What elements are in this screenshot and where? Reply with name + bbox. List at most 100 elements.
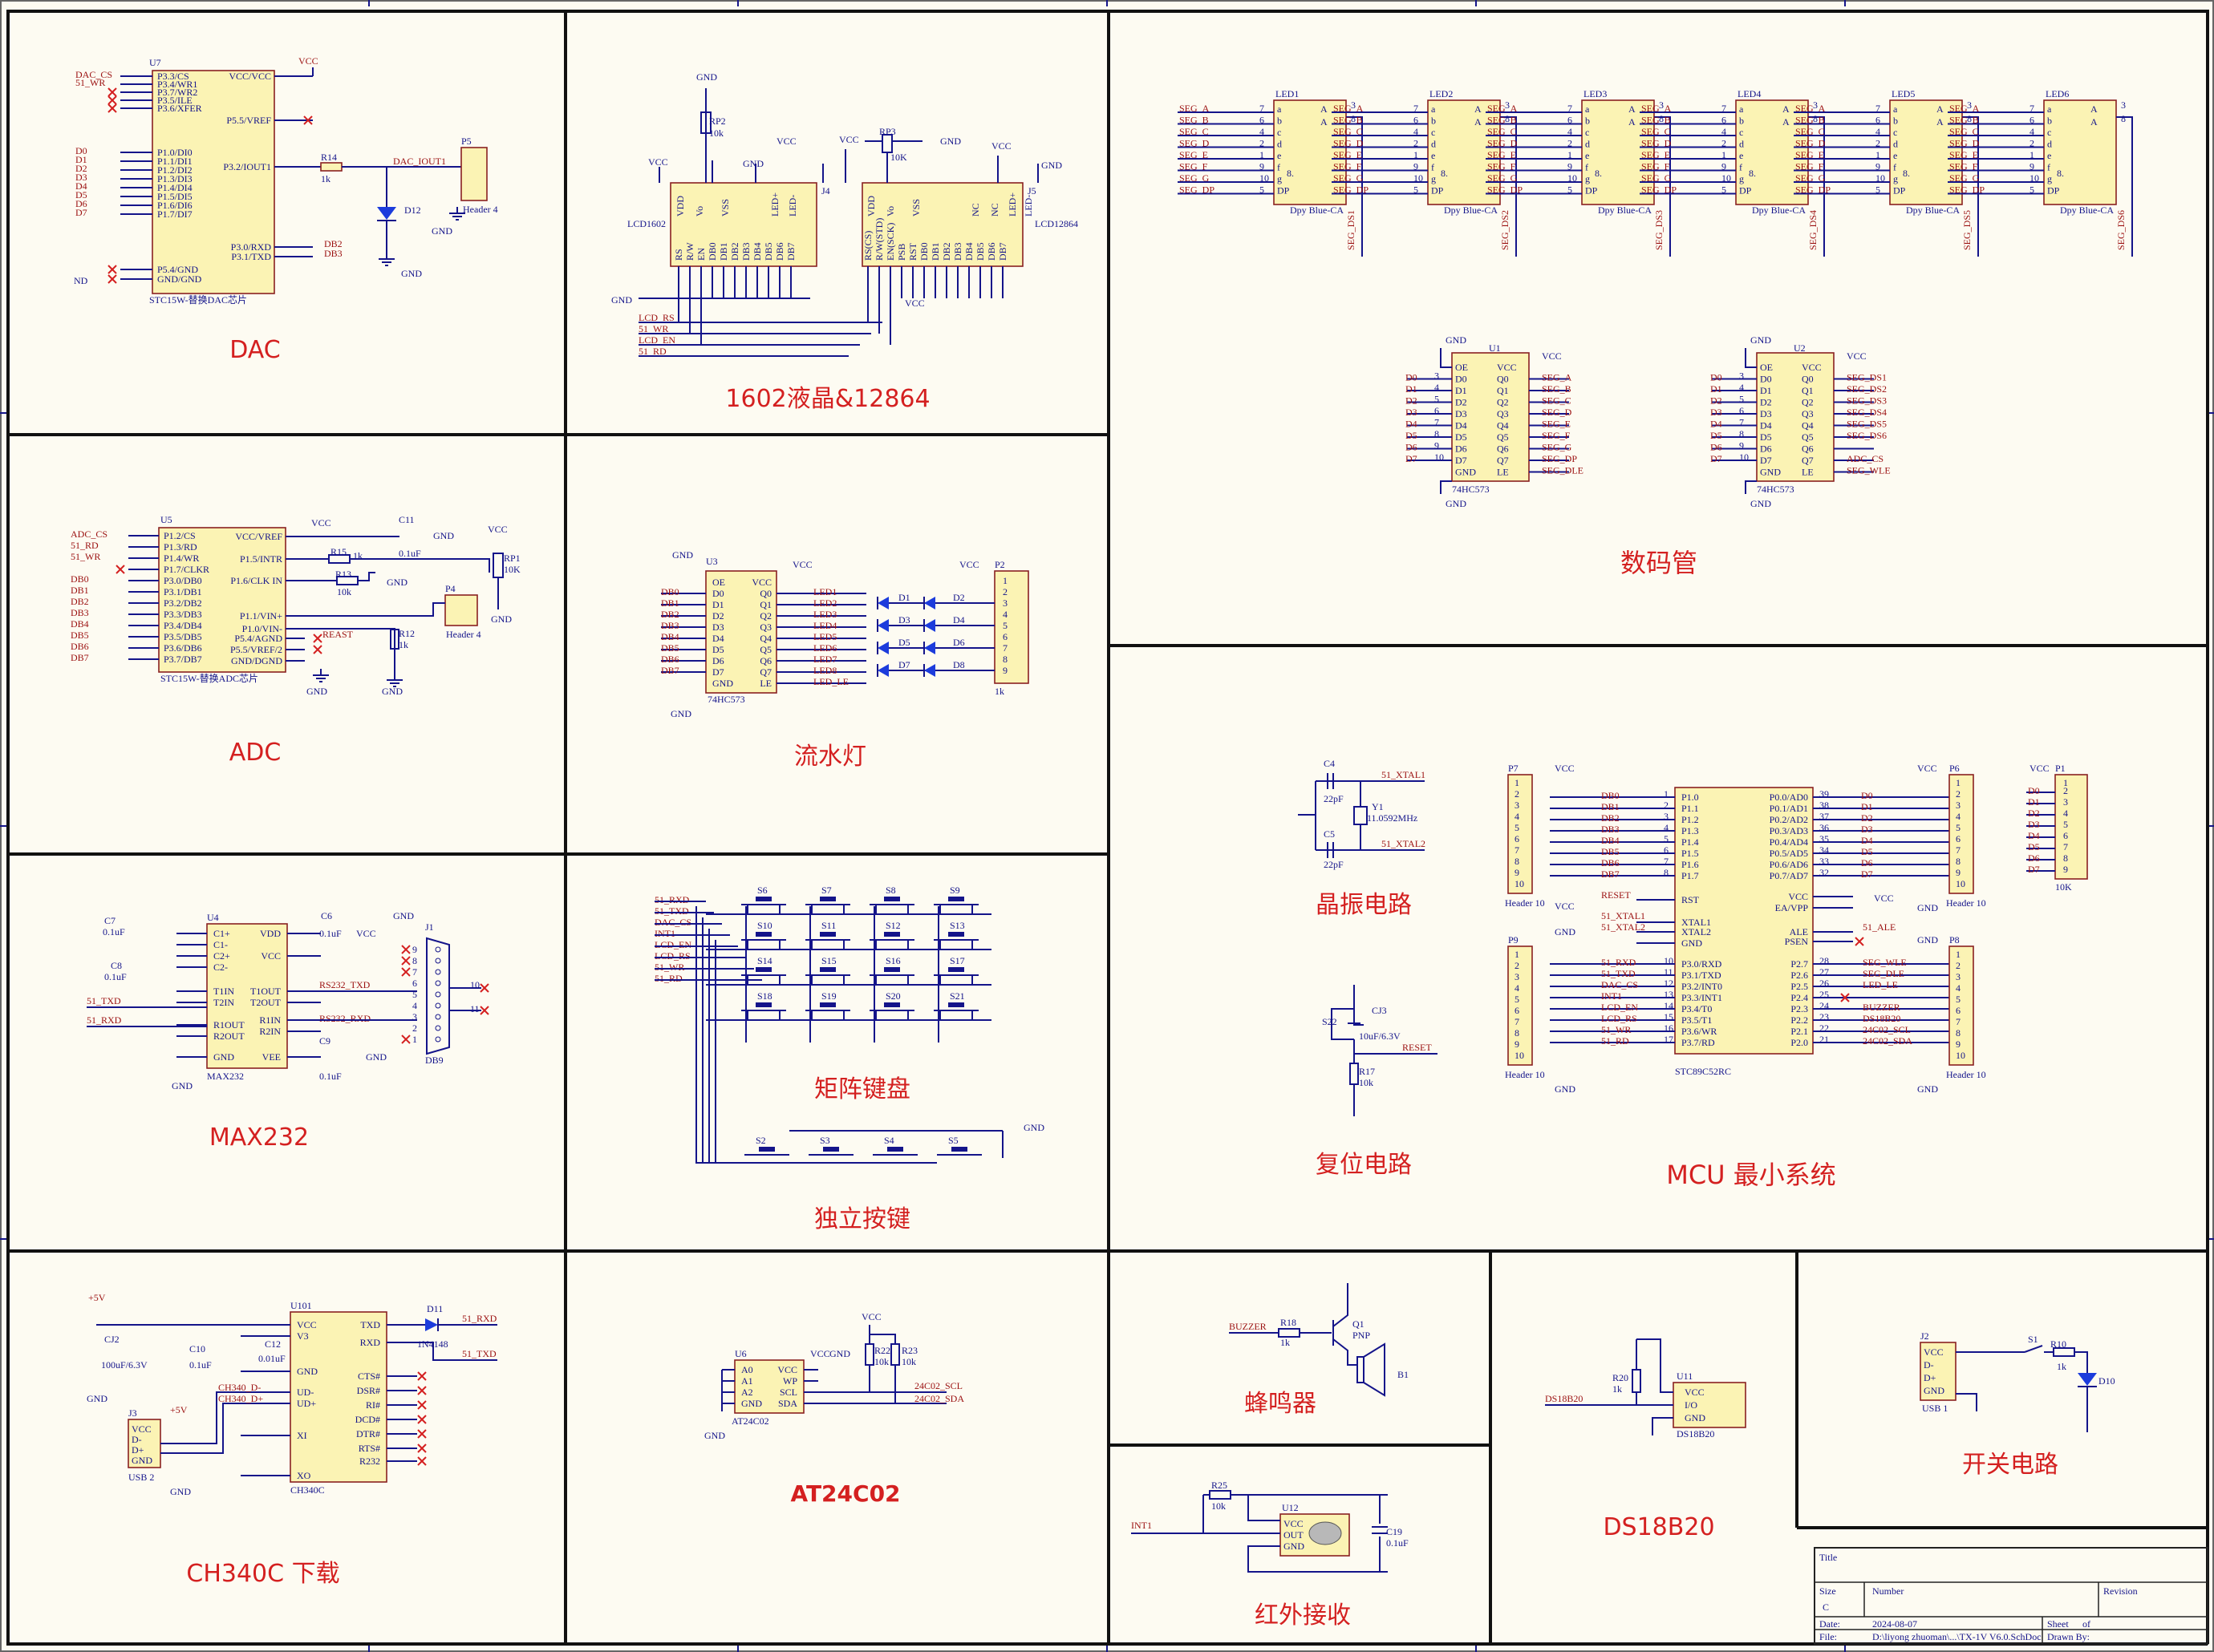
seg-pin-number: 8 [1434, 428, 1439, 439]
lcd-j4: J4 [821, 185, 830, 196]
ch340-pin-label: RI# [366, 1399, 380, 1411]
led-latch-pin: Q0 [760, 588, 772, 599]
seg-common-a: A [1782, 116, 1790, 128]
seg-latch-pin: LE [1497, 467, 1509, 478]
seg-latch-pin: D0 [1455, 374, 1467, 385]
matrix-key [948, 1002, 964, 1007]
lcd12864-bottom-pin: DB7 [997, 242, 1008, 261]
ir-c19: C19 [1386, 1526, 1402, 1537]
seg-latch-pin: Q7 [1497, 455, 1509, 466]
title-matrix: 矩阵键盘 [814, 1075, 910, 1103]
seg-common-a: A [1936, 103, 1944, 115]
seg-letter: f [1277, 162, 1280, 173]
seg-pin-number: 10 [1739, 451, 1749, 463]
seg-letter: e [1431, 150, 1435, 161]
seg-letter: d [2047, 139, 2052, 150]
led-diode [924, 597, 935, 609]
mcu-pin-number: 3 [1664, 811, 1669, 822]
adc-circuit: U5 STC15W-替换ADC芯片 P1.2/CSADC_CSP1.3/RD51… [71, 514, 521, 697]
seg-pin-number: 4 [1434, 382, 1439, 393]
lcd1602-bottom-pin: DB5 [763, 242, 774, 261]
seg-latch-pin: Q0 [1802, 374, 1814, 385]
mcu-reset-net: RESET [1601, 889, 1631, 901]
lcd1602-bottom-pin: DB7 [785, 242, 797, 261]
dac-pin-label: P3.5/ILE [157, 95, 193, 106]
mcu-header-type: Header 10 [1505, 897, 1545, 909]
mcu-pin-number: 16 [1664, 1022, 1673, 1034]
seg-latch-type: 74HC573 [1452, 484, 1490, 495]
ir-net: INT1 [1131, 1520, 1152, 1531]
independent-key [759, 1147, 775, 1152]
mcu-pin-label: RST [1681, 894, 1700, 905]
dac-pin-label: P5.4/GND [157, 264, 198, 275]
seg-common-a: A [2090, 103, 2098, 115]
lcd12864-bottom-pin: RS(CS) [862, 231, 874, 261]
seg-pin-number: 3 [1967, 99, 1972, 111]
led-diode-ref: D8 [953, 659, 965, 670]
seg-letter: DP [1431, 185, 1444, 196]
mcu-pack-pin: 2 [2063, 785, 2068, 796]
matrix-key [820, 967, 836, 972]
matrix-key-ref: S14 [757, 955, 772, 966]
seg-letter: d [1585, 139, 1590, 150]
mcu-pin-label: P1.6 [1681, 859, 1699, 870]
lcd12864-top-pin: VDD [866, 196, 877, 217]
led-pack-pin: 3 [1003, 597, 1008, 609]
ch340-pin-label: GND [297, 1366, 318, 1377]
ch340-pin-label: UD+ [297, 1398, 316, 1409]
seg-net-label: SEG_E [1487, 149, 1516, 160]
seg-pin-number: 10 [2030, 172, 2039, 184]
seg-latch-pin: D5 [1760, 431, 1772, 443]
matrix-key [756, 897, 772, 901]
dac-chip-subtitle: STC15W-替换DAC芯片 [149, 294, 247, 306]
seg-digit-body [1581, 99, 1655, 205]
buzzer-q1: Q1 [1352, 1318, 1364, 1330]
seg-pin-number: 8 [1351, 113, 1356, 124]
adc-left-pins: P1.2/CSADC_CSP1.3/RD51_RDP1.4/WR51_WRP1.… [71, 528, 209, 665]
mcu-header-body [1948, 774, 1974, 894]
seg-letter: d [1277, 139, 1282, 150]
ch340-pin-label: XO [297, 1470, 311, 1481]
led-in-net: DB0 [661, 586, 679, 597]
seg-pin-number: 5 [1567, 184, 1572, 196]
led-out-net: LED4 [813, 620, 837, 631]
led-out-net: LED2 [813, 597, 837, 609]
seg-latch-pin: D3 [1455, 408, 1467, 419]
matrix-key-ref: S8 [886, 885, 896, 896]
mcu-vcc-label: VCC [1555, 901, 1575, 912]
adc-pin-label: P1.0/VIN- [242, 623, 282, 634]
mcu-header-body [1507, 945, 1533, 1066]
seg-pin-number: 5 [1875, 184, 1880, 196]
mcu-pin-number: 25 [1819, 989, 1829, 1000]
lcd1602-bottom-pin: DB4 [752, 242, 763, 261]
mcu-header-pin: 8 [1956, 1027, 1961, 1039]
max232-gnd-label: GND [393, 910, 414, 921]
db9-pin-dot [435, 980, 441, 986]
seg-latch-pin: Q4 [1802, 420, 1814, 431]
led-latch-pin: D3 [712, 622, 724, 633]
seg-latch-pin: Q1 [1497, 385, 1509, 396]
seg-letter: c [1893, 127, 1897, 138]
reset-switch: S22 [1322, 1016, 1337, 1027]
adc-net-label: DB5 [71, 630, 89, 641]
buzzer-r18: R18 [1280, 1317, 1296, 1328]
tb-sheet: Sheet [2047, 1618, 2069, 1630]
mcu-pin-number: 34 [1819, 844, 1829, 856]
seg-net-label: SEG_G [1333, 172, 1364, 184]
lcd-circuit: LCD1602 LCD12864 J4 J5 RP2 10k RP3 10K V… [611, 71, 1078, 357]
led-diode-ref: D3 [898, 614, 910, 626]
mcu-pin-number: 23 [1819, 1011, 1829, 1022]
seg-net-label: SEG_G [1949, 172, 1980, 184]
seg-letter: g [1893, 173, 1898, 184]
mcu-header-pin: 5 [1956, 994, 1961, 1005]
ch340-5v-label: +5V [88, 1292, 106, 1303]
at24c02-pin-label: WP [783, 1375, 797, 1387]
mcu-chip-type: STC89C52RC [1675, 1066, 1731, 1077]
at24c02-ref: U6 [735, 1348, 747, 1359]
switch-j2: J2 [1920, 1330, 1929, 1342]
ch340-cap-value: 0.01uF [258, 1353, 286, 1364]
seg-letter: f [2047, 162, 2050, 173]
seg-ds-label: SEG_DS3 [1653, 210, 1665, 250]
lcd12864-bottom-pin: EN(SCK) [885, 223, 896, 261]
